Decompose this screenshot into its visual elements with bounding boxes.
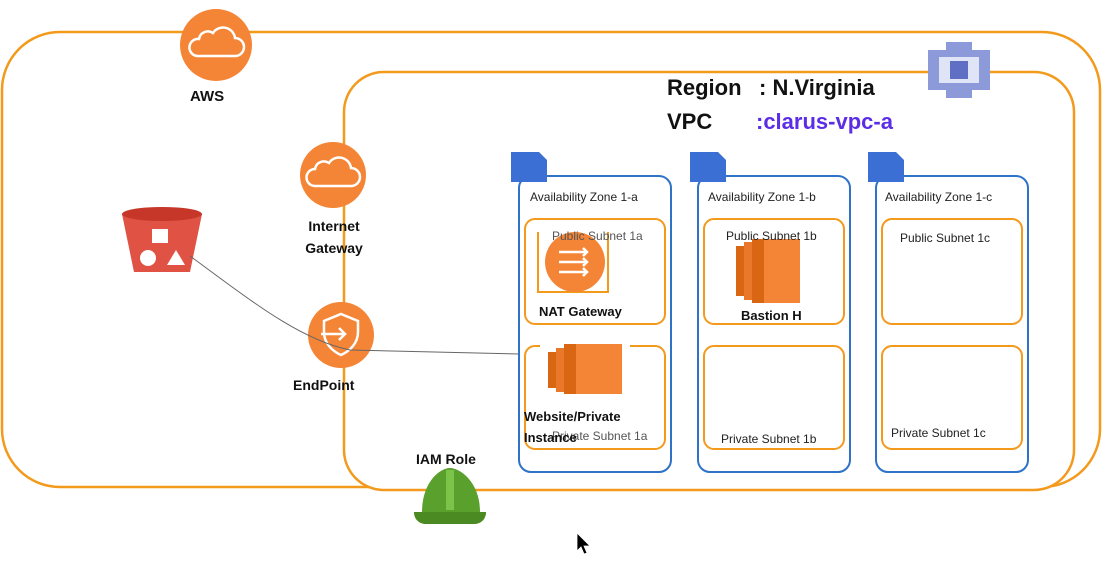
nat-gateway-icon <box>534 232 630 300</box>
website-instance-label: Website/Private Instance <box>524 406 621 448</box>
connection-line <box>189 255 521 355</box>
nat-gateway-label: NAT Gateway <box>539 304 622 319</box>
availability-zone-1a <box>511 152 672 473</box>
vpc-icon <box>928 42 990 98</box>
cursor-icon <box>576 532 591 555</box>
public-subnet-label: Public Subnet 1a <box>552 229 643 243</box>
zone-name: Availability Zone 1-b <box>708 190 816 204</box>
availability-zone-1c <box>868 152 1029 473</box>
private-subnet-label: Private Subnet 1a <box>552 429 648 443</box>
private-subnet-label: Private Subnet 1b <box>721 432 817 446</box>
internet-gateway-line1: Internet <box>308 218 360 234</box>
website-instance-icon <box>540 340 630 400</box>
zone-name: Availability Zone 1-c <box>885 190 993 204</box>
public-subnet-label: Public Subnet 1b <box>726 229 817 243</box>
internet-gateway-icon <box>300 142 366 208</box>
region-value: : N.Virginia <box>759 75 875 100</box>
region-label: Region <box>667 75 742 100</box>
cloud-icon <box>180 9 252 81</box>
internet-gateway-label: Internet Gateway <box>298 215 370 259</box>
iam-role-label: IAM Role <box>416 451 476 467</box>
hard-hat-icon <box>414 468 486 524</box>
public-subnet-label: Public Subnet 1c <box>900 231 991 245</box>
vpc-value: :clarus-vpc-a <box>756 109 893 134</box>
website-instance-line2: Instance <box>524 430 577 445</box>
private-subnet-label: Private Subnet 1c <box>891 426 986 440</box>
vpc-label: VPC <box>667 109 713 134</box>
zone-name: Availability Zone 1-a <box>530 190 638 204</box>
availability-zone-1b <box>690 152 851 473</box>
aws-label: AWS <box>190 88 225 105</box>
bastion-label: Bastion H <box>741 308 802 323</box>
internet-gateway-line2: Gateway <box>305 240 363 256</box>
website-instance-line1: Website/Private <box>524 409 621 424</box>
s3-bucket-icon <box>122 207 202 272</box>
ec2-instance-icon <box>728 236 812 306</box>
endpoint-label: EndPoint <box>293 377 355 393</box>
endpoint-shield-icon <box>308 302 374 368</box>
